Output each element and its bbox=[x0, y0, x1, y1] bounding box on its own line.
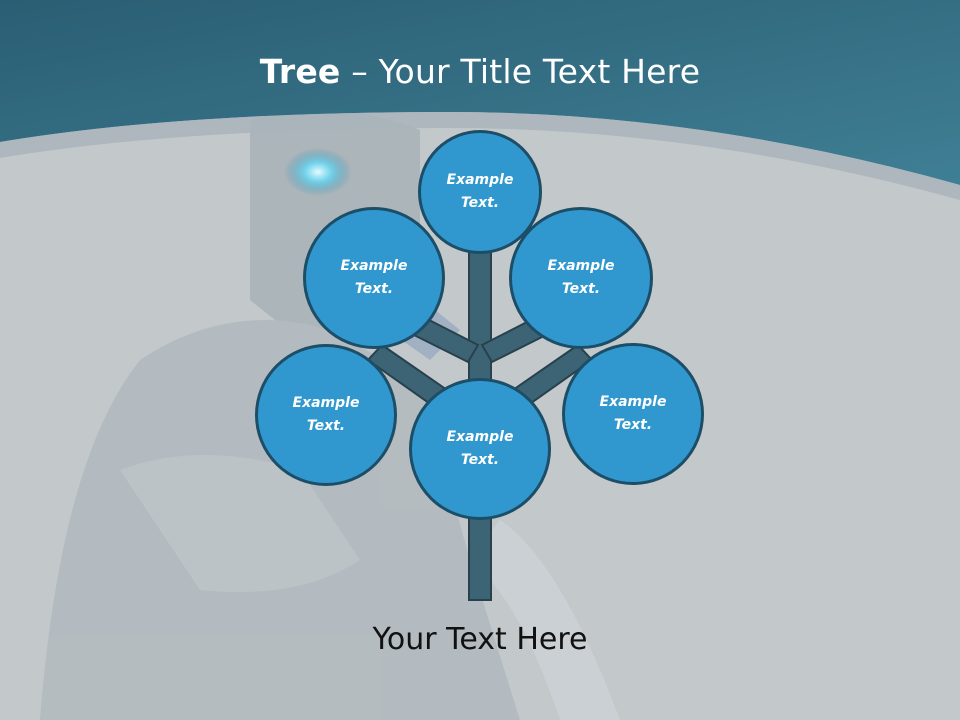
node-lower-right-label: Example Text. bbox=[599, 394, 667, 433]
title-rest: – Your Title Text Here bbox=[340, 52, 701, 91]
node-upper-right[interactable]: Example Text. bbox=[509, 207, 653, 349]
node-lower-left-label: Example Text. bbox=[292, 395, 360, 434]
header-band bbox=[0, 0, 960, 185]
node-top[interactable]: Example Text. bbox=[418, 130, 542, 254]
glow-eye-icon bbox=[284, 148, 352, 196]
node-center-label: Example Text. bbox=[446, 429, 514, 468]
node-lower-right[interactable]: Example Text. bbox=[562, 343, 704, 485]
footer-text: Your Text Here bbox=[372, 622, 588, 657]
node-upper-right-label: Example Text. bbox=[547, 258, 615, 297]
slide-title: Tree – Your Title Text Here bbox=[0, 52, 960, 91]
node-upper-left[interactable]: Example Text. bbox=[303, 207, 445, 349]
header-swoosh bbox=[0, 112, 960, 200]
node-center[interactable]: Example Text. bbox=[409, 378, 551, 520]
title-bold: Tree bbox=[259, 52, 341, 91]
node-top-label: Example Text. bbox=[446, 172, 514, 211]
node-upper-left-label: Example Text. bbox=[340, 258, 408, 297]
node-lower-left[interactable]: Example Text. bbox=[255, 344, 397, 486]
